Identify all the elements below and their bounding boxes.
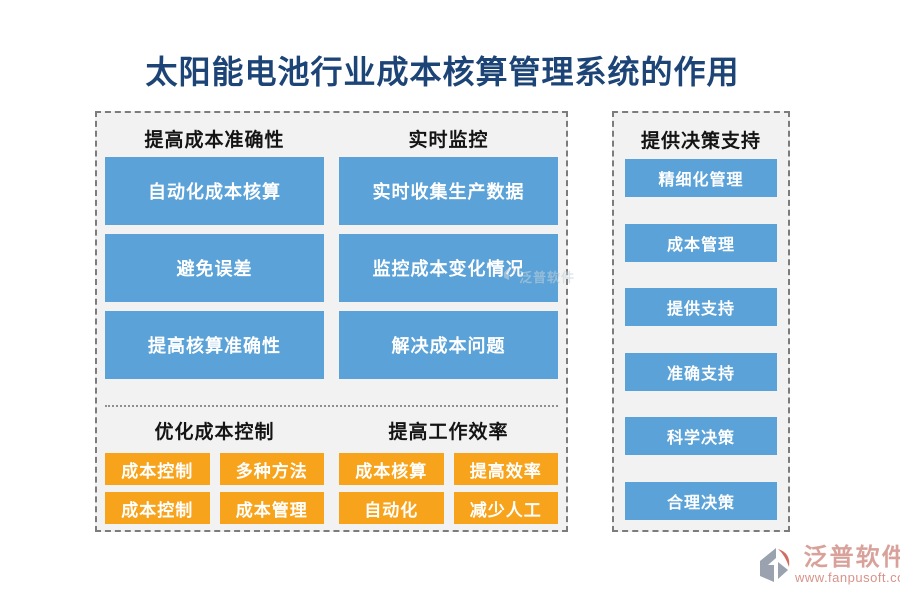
feature-item-small[interactable]: 成本管理: [219, 492, 324, 524]
feature-item[interactable]: 监控成本变化情况: [339, 234, 558, 302]
feature-item[interactable]: 实时收集生产数据: [339, 157, 558, 225]
feature-item[interactable]: 成本管理: [625, 223, 777, 262]
section-header: 提高工作效率: [388, 421, 509, 443]
section-header: 实时监控: [408, 129, 489, 151]
bottom-sections: 优化成本控制 成本控制 多种方法 成本控制 成本管理 提高工作效率 成本核算 提…: [105, 407, 558, 524]
feature-item-small[interactable]: 成本控制: [105, 453, 210, 485]
section-work-efficiency: 提高工作效率 成本核算 提高效率 自动化 减少人工: [339, 407, 558, 524]
feature-item-small[interactable]: 多种方法: [219, 453, 324, 485]
section-header: 优化成本控制: [154, 421, 275, 443]
top-sections: 提高成本准确性 自动化成本核算 避免误差 提高核算准确性 实时监控 实时收集生产…: [105, 119, 558, 379]
feature-item-grid: 成本核算 提高效率 自动化 减少人工: [339, 453, 558, 524]
feature-item[interactable]: 自动化成本核算: [105, 157, 324, 225]
feature-item-grid: 成本控制 多种方法 成本控制 成本管理: [105, 453, 324, 524]
feature-item-small[interactable]: 提高效率: [453, 453, 558, 485]
right-panel: 提供决策支持 精细化管理 成本管理 提供支持 准确支持 科学决策 合理决策: [612, 111, 790, 532]
feature-item[interactable]: 准确支持: [625, 352, 777, 391]
fanpu-logo-name: 泛普软件: [803, 544, 900, 571]
page-title: 太阳能电池行业成本核算管理系统的作用: [145, 54, 740, 90]
feature-item[interactable]: 合理决策: [625, 481, 777, 520]
fanpu-logo: 泛普软件 www.fanpusoft.com: [758, 545, 900, 590]
section-header: 提高成本准确性: [144, 129, 285, 151]
feature-item-small[interactable]: 减少人工: [453, 492, 558, 524]
section-realtime-monitoring: 实时监控 实时收集生产数据 监控成本变化情况 解决成本问题: [339, 119, 558, 379]
feature-item[interactable]: 精细化管理: [625, 159, 777, 197]
feature-item[interactable]: 科学决策: [625, 417, 777, 456]
feature-item-small[interactable]: 成本核算: [339, 453, 444, 485]
feature-item[interactable]: 解决成本问题: [339, 311, 558, 379]
left-panel: 提高成本准确性 自动化成本核算 避免误差 提高核算准确性 实时监控 实时收集生产…: [95, 111, 568, 532]
feature-item-small[interactable]: 自动化: [339, 492, 444, 524]
feature-item[interactable]: 避免误差: [105, 234, 324, 302]
section-cost-accuracy: 提高成本准确性 自动化成本核算 避免误差 提高核算准确性: [105, 119, 324, 379]
fanpu-logo-text: 泛普软件 www.fanpusoft.com: [795, 545, 900, 585]
dotted-separator: [105, 405, 558, 407]
fanpu-logo-url[interactable]: www.fanpusoft.com: [795, 570, 900, 585]
section-cost-control: 优化成本控制 成本控制 多种方法 成本控制 成本管理: [105, 407, 324, 524]
feature-item[interactable]: 提供支持: [625, 288, 777, 327]
section-header: 提供决策支持: [640, 130, 761, 152]
fanpu-logo-icon: [758, 545, 792, 590]
decision-support-list: 精细化管理 成本管理 提供支持 准确支持 科学决策 合理决策: [625, 159, 777, 520]
feature-item[interactable]: 提高核算准确性: [105, 311, 324, 379]
feature-item-small[interactable]: 成本控制: [105, 492, 210, 524]
